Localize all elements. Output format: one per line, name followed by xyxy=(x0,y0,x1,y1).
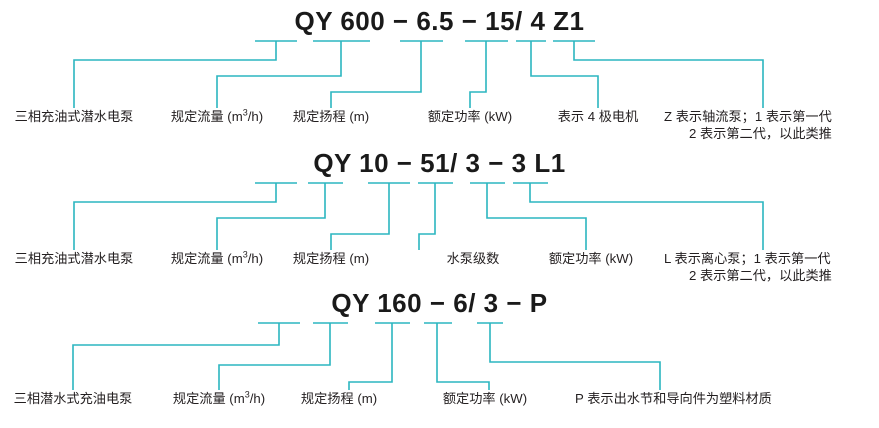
section-3-code: QY 160 − 6/ 3 − P xyxy=(331,288,548,318)
section-1-label-motor-poles: 表示 4 极电机 xyxy=(557,109,639,124)
section-1-label-flow: 规定流量 (m3/h) xyxy=(170,107,264,124)
section-1-label-head: 规定扬程 (m) xyxy=(292,109,370,124)
section-3-label-pump-type: 三相潜水式充油电泵 xyxy=(13,391,133,406)
section-2-label-pump-type: 三相充油式潜水电泵 xyxy=(14,251,134,266)
section-2-label-head: 规定扬程 (m) xyxy=(292,251,370,266)
section-2-label-flow: 规定流量 (m3/h) xyxy=(170,249,264,266)
section-1-label-pump-type: 三相充油式潜水电泵 xyxy=(14,109,134,124)
section-2-label-stages: 水泵级数 xyxy=(446,251,500,266)
section-1-code: QY 600 − 6.5 − 15/ 4 Z1 xyxy=(294,6,585,36)
section-2-label-series-l-line1: L 表示离心泵；1 表示第一代 xyxy=(664,251,831,266)
section-3-label-power: 额定功率 (kW) xyxy=(442,391,528,406)
section-3-label-plastic: P 表示出水节和导向件为塑料材质 xyxy=(575,391,772,406)
section-1-label-series-z-line2: 2 表示第二代，以此类推 xyxy=(689,126,832,141)
section-2-code: QY 10 − 51/ 3 − 3 L1 xyxy=(313,148,566,178)
section-2-label-series-l-line2: 2 表示第二代，以此类推 xyxy=(689,268,832,283)
section-2-label-power: 额定功率 (kW) xyxy=(548,251,634,266)
section-1-label-series-z-line1: Z 表示轴流泵；1 表示第一代 xyxy=(664,109,832,124)
section-1-label-power: 额定功率 (kW) xyxy=(427,109,513,124)
section-3-label-head: 规定扬程 (m) xyxy=(300,391,378,406)
section-3-label-flow: 规定流量 (m3/h) xyxy=(172,389,266,406)
